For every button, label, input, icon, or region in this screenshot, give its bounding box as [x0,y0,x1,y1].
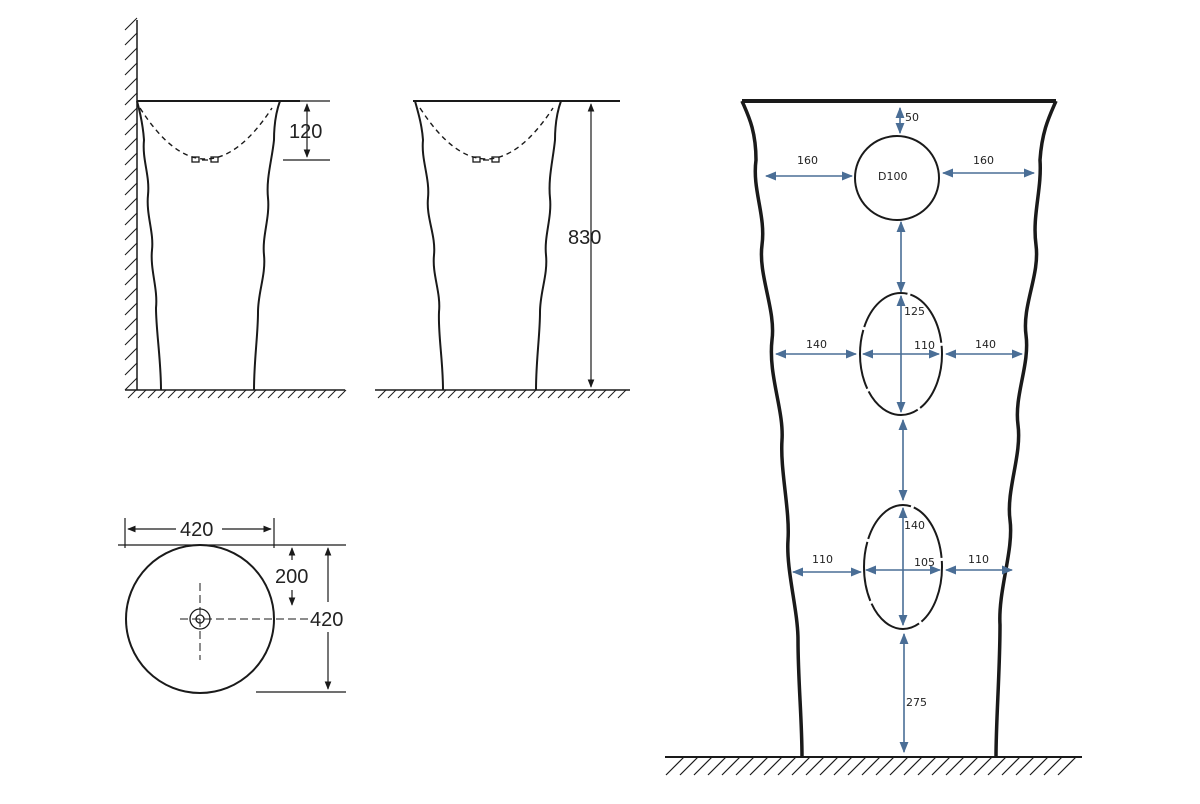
hole-plan-view: D100 50 160 160 125 110 140 140 140 105 … [665,99,1082,776]
hole-2-ellipse [859,292,943,416]
hole-2-width-label: 110 [914,339,935,352]
top-gap-label: 50 [905,111,919,124]
hole-3-ellipse [863,504,943,630]
hole-2-right-label: 140 [975,338,996,351]
hole-1-left-label: 160 [797,154,818,167]
height-label: 830 [568,227,601,249]
wall-hatch [124,17,138,391]
hole-3-height-label: 140 [904,519,925,532]
bowl-hidden-line [139,107,273,160]
bowl-hidden-line [419,107,554,160]
hole-3-left-label: 110 [812,553,833,566]
hole-2-left-label: 140 [806,338,827,351]
pedestal-outline [136,100,281,391]
side-view: 120 [124,17,347,399]
hole-3-right-label: 110 [968,553,989,566]
top-width-label: 420 [180,519,213,541]
hole-2-height-label: 125 [904,305,925,318]
pedestal-outline [414,100,562,391]
bottom-gap-label: 275 [906,696,927,709]
top-view: 420 200 420 [118,518,346,694]
hole-1-label: D100 [878,170,907,183]
floor-hatch [377,389,627,399]
floor-hatch [127,389,347,399]
top-depth-label: 420 [310,609,343,631]
hole-1-circle [854,135,940,221]
floor-hatch [665,756,1077,776]
hole-1-right-label: 160 [973,154,994,167]
hole-3-width-label: 105 [914,556,935,569]
drain-symbol [191,156,219,163]
front-view: 830 [375,100,630,399]
bowl-depth-label: 120 [289,121,322,143]
drain-offset-label: 200 [275,566,308,588]
drain-symbol [472,156,500,163]
pedestal-outline [740,100,1058,758]
